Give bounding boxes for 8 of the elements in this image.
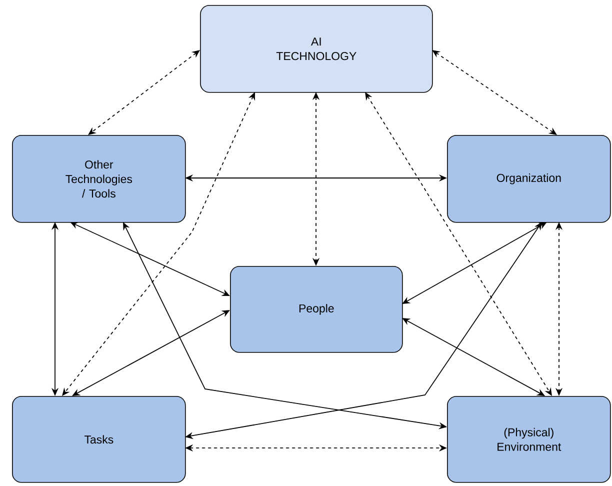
dashed-arrow — [432, 50, 557, 135]
process-box: People — [230, 266, 403, 353]
process-box: Organization — [447, 134, 611, 223]
process-box: Tasks — [12, 396, 186, 483]
process-box: (Physical) Environment — [447, 396, 611, 483]
dashed-arrow — [88, 50, 200, 135]
process-box: Other Technologies / Tools — [12, 134, 186, 223]
process-box: AI TECHNOLOGY — [200, 4, 433, 93]
